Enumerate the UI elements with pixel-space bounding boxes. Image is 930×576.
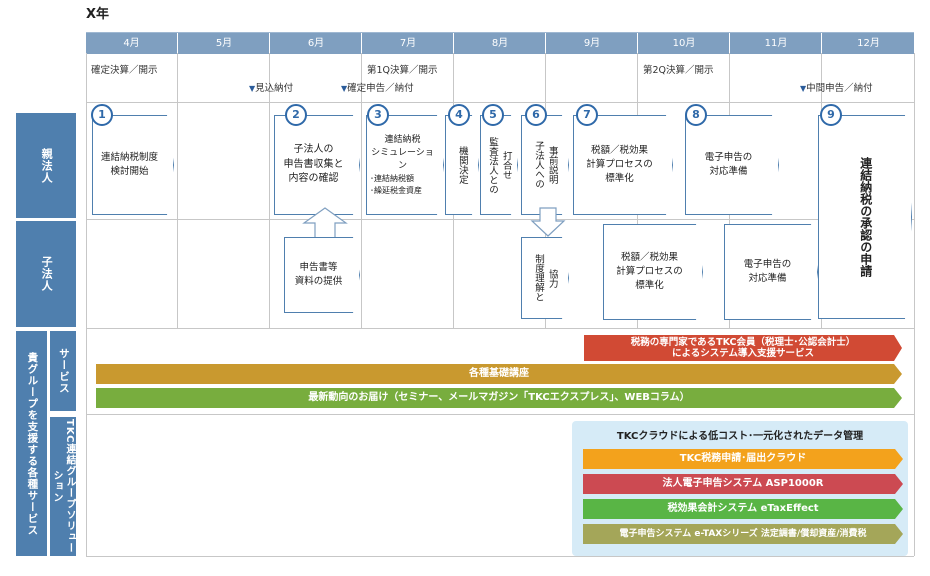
- step-number-2: 2: [285, 104, 307, 126]
- event-interim-filing: ▼中間申告／納付: [800, 83, 873, 94]
- step-number-1: 1: [91, 104, 113, 126]
- step-number-7: 7: [576, 104, 598, 126]
- grid-line: [86, 328, 914, 329]
- solution-etax-series: 電子申告システム e-TAXシリーズ 法定調書/償却資産/消費税: [583, 524, 903, 544]
- grid-line: [86, 53, 87, 556]
- event-q2-settlement: 第2Q決算／開示: [643, 65, 714, 76]
- step-number-5: 5: [482, 104, 504, 126]
- month-aug: 8月: [453, 33, 546, 54]
- event-estimated-payment: ▼見込納付: [249, 83, 294, 94]
- grid-line: [86, 556, 914, 557]
- triangle-marker-icon: ▼: [800, 84, 807, 93]
- month-oct: 10月: [637, 33, 730, 54]
- grid-line: [86, 414, 914, 415]
- child-box-cooperation: 協力 制度理解と: [521, 237, 569, 319]
- step-number-4: 4: [448, 104, 470, 126]
- service-bar-news: 最新動向のお届け（セミナー、メールマガジン「TKCエクスプレス」、WEBコラム）: [96, 388, 902, 408]
- step-box-9: 連結納税の承認の申請: [818, 115, 912, 319]
- service-bar-tkc-member: 税務の専門家であるTKC会員（税理士･公認会計士） によるシステム導入支援サービ…: [584, 335, 902, 361]
- month-jul: 7月: [361, 33, 454, 54]
- step-box-4: 機関決定: [445, 115, 479, 215]
- step-box-5: 打合せ 監査法人との: [480, 115, 518, 215]
- up-arrow-icon: [302, 207, 348, 239]
- child-box-tax-process: 税額／税効果 計算プロセスの 標準化: [603, 224, 703, 320]
- row-label-service: サービス: [50, 331, 76, 411]
- grid-line: [177, 53, 178, 328]
- grid-line: [269, 53, 270, 328]
- down-arrow-icon: [530, 207, 566, 237]
- solution-tax-cloud: TKC税務申請･届出クラウド: [583, 449, 903, 469]
- row-label-support: 貴グループを支援する各種サービス: [16, 331, 47, 556]
- solution-etaxeffect: 税効果会計システム eTaxEffect: [583, 499, 903, 519]
- row-label-parent: 親法人: [16, 113, 76, 218]
- step-number-8: 8: [685, 104, 707, 126]
- month-jun: 6月: [269, 33, 362, 54]
- month-sep: 9月: [545, 33, 638, 54]
- year-label: X年: [86, 7, 110, 22]
- event-q1-settlement: 第1Q決算／開示: [367, 65, 438, 76]
- step-number-3: 3: [367, 104, 389, 126]
- step-box-6: 事前説明 子法人への: [521, 115, 569, 215]
- child-box-efiling: 電子申告の 対応準備: [724, 224, 818, 320]
- solution-panel-title: TKCクラウドによる低コスト･一元化されたデータ管理: [616, 431, 864, 442]
- month-header: 4月 5月 6月 7月 8月 9月 10月 11月 12月: [86, 32, 914, 54]
- step-box-3: 連結納税 シミュレーション･連結納税額 ･繰延税金資産: [366, 115, 444, 215]
- step-number-6: 6: [525, 104, 547, 126]
- step-box-8: 電子申告の 対応準備: [685, 115, 779, 215]
- event-final-settlement: 確定決算／開示: [91, 65, 158, 76]
- solution-asp1000r: 法人電子申告システム ASP1000R: [583, 474, 903, 494]
- event-final-filing: ▼確定申告／納付: [341, 83, 414, 94]
- step-box-1: 連結納税制度 検討開始: [92, 115, 174, 215]
- triangle-marker-icon: ▼: [341, 84, 348, 93]
- month-may: 5月: [177, 33, 270, 54]
- grid-line: [86, 102, 914, 103]
- month-nov: 11月: [729, 33, 822, 54]
- row-label-solution: TKC連結グループソリューション: [50, 417, 76, 556]
- month-dec: 12月: [821, 33, 915, 54]
- child-box-docs: 申告書等 資料の提供: [284, 237, 360, 313]
- grid-line: [361, 53, 362, 328]
- step-box-7: 税額／税効果 計算プロセスの 標準化: [573, 115, 673, 215]
- step-number-9: 9: [820, 104, 842, 126]
- service-bar-basic-course: 各種基礎講座: [96, 364, 902, 384]
- month-apr: 4月: [123, 38, 140, 49]
- triangle-marker-icon: ▼: [249, 84, 256, 93]
- grid-line: [914, 53, 915, 556]
- step-box-2: 子法人の 申告書収集と 内容の確認: [274, 115, 360, 215]
- grid-line: [86, 219, 914, 220]
- row-label-child: 子法人: [16, 221, 76, 327]
